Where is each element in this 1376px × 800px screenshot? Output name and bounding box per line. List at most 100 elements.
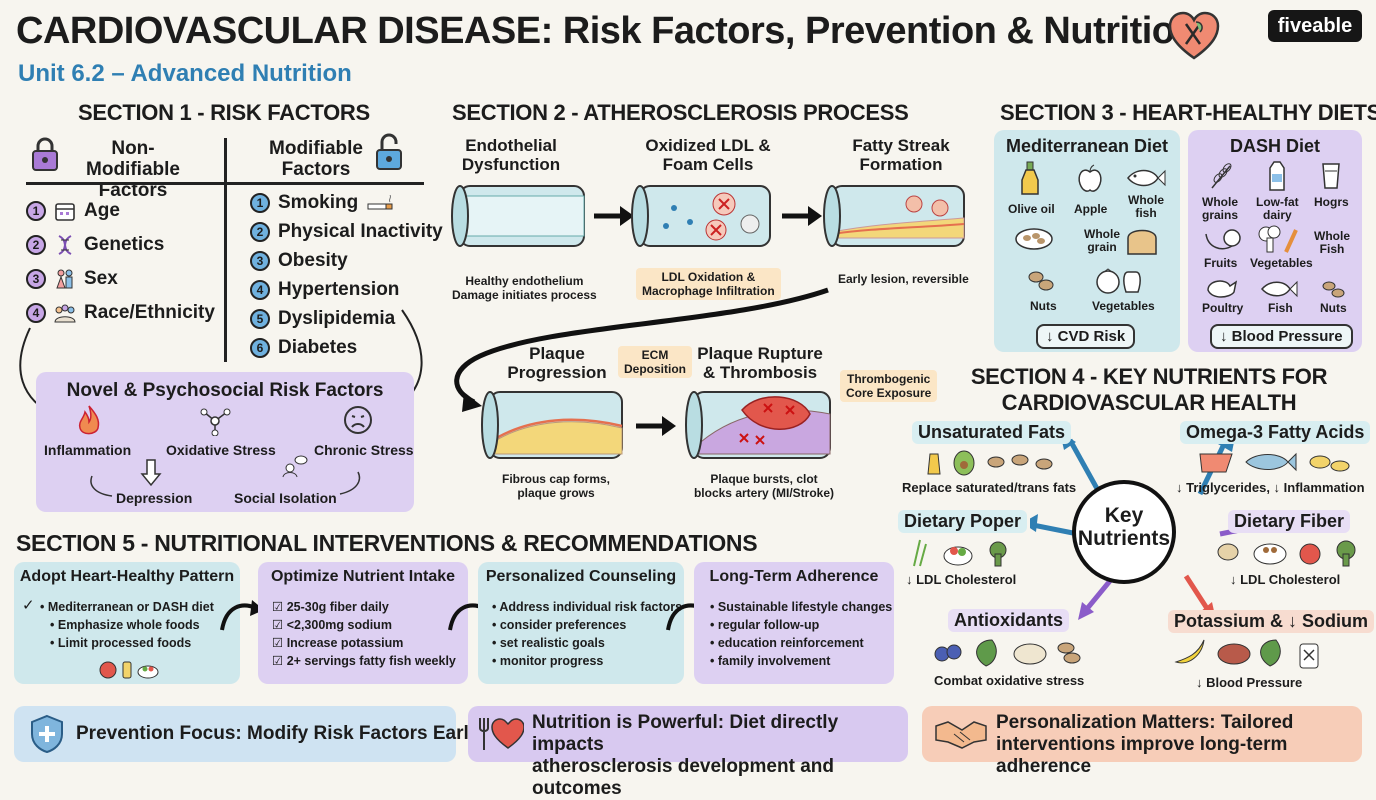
- nuts-icon-dash: [1322, 281, 1345, 298]
- group-icon: [54, 304, 76, 323]
- step-plaque-rupture-note: Plaque bursts, clot blocks artery (MI/St…: [693, 472, 835, 500]
- food-nuts-dash: Nuts: [1320, 301, 1347, 315]
- nutrient-antioxidants-note: Combat oxidative stress: [934, 673, 1085, 688]
- calendar-icon: [55, 203, 75, 221]
- molecule-icon: [200, 408, 231, 436]
- bread-icon: [1127, 229, 1157, 255]
- poultry-icon: [1207, 280, 1238, 298]
- banner-personalization: Personalization Matters: Tailored interv…: [922, 706, 1362, 777]
- list-item: 3 Sex: [26, 262, 215, 296]
- fruits-icon: [1205, 229, 1241, 250]
- handshake-icon: [935, 721, 987, 749]
- vegetables-icon: [1096, 268, 1141, 294]
- section4-title: SECTION 4 - KEY NUTRIENTS FOR CARDIOVASC…: [970, 364, 1328, 415]
- artery-row-2: [481, 391, 831, 459]
- card-counseling: Personalized Counseling • Address indivi…: [478, 562, 684, 684]
- step-endothelial-note: Healthy endothelium Damage initiates pro…: [452, 274, 597, 302]
- section2-title: SECTION 2 - ATHEROSCLEROSIS PROCESS: [452, 100, 909, 125]
- mediterranean-title: Mediterranean Diet: [1005, 136, 1169, 156]
- novel-oxidative-stress: Oxidative Stress: [166, 442, 276, 458]
- food-olive-oil: Olive oil: [1008, 202, 1055, 216]
- nonmodifiable-list: 1 Age 2 Genetics 3 Sex 4 Race/Ethnicity: [26, 194, 215, 330]
- banner-nutrition: Nutrition is Powerful: Diet directly imp…: [468, 706, 908, 799]
- list-item: 4 Race/Ethnicity: [26, 296, 215, 330]
- food-lowfat-dairy: Low-fat dairy: [1256, 195, 1299, 222]
- fish-icon-dash: [1260, 280, 1298, 298]
- check-icon: ✓: [22, 597, 35, 614]
- potassium-icons: [1174, 639, 1319, 669]
- apple-icon: [1078, 164, 1102, 192]
- food-hogrs: Hogrs: [1314, 195, 1349, 209]
- dietary-fiber-icons: [1217, 540, 1356, 567]
- dash-result: ↓ Blood Pressure: [1210, 324, 1353, 349]
- modifiable-heading: Modifiable Factors: [269, 138, 363, 180]
- novel-social-isolation: Social Isolation: [234, 490, 337, 506]
- step-fatty-streak-note: Early lesion, reversible: [838, 272, 969, 286]
- food-whole-grain: Whole grain: [1084, 227, 1120, 254]
- unit-subtitle: Unit 6.2 – Advanced Nutrition: [18, 60, 352, 87]
- step-ldl-note: LDL Oxidation & Macrophage Infiltration: [636, 268, 781, 300]
- food-vegetables-dash: Vegetables: [1250, 256, 1313, 270]
- step-ldl-title: Oxidized LDL & Foam Cells: [645, 136, 771, 174]
- olive-oil-icon: [1021, 161, 1039, 195]
- card-nutrient-intake: Optimize Nutrient Intake ☑ 25-30g fiber …: [258, 562, 468, 684]
- title-main: CARDIOVASCULAR DISEASE:: [16, 10, 553, 52]
- dna-icon: [58, 235, 72, 255]
- nutrient-unsaturated-fats: Unsaturated Fats: [912, 421, 1072, 444]
- broccoli-icon: [1258, 225, 1298, 253]
- dash-title: DASH Diet: [1229, 136, 1320, 156]
- step-plaque-progression-note: Fibrous cap forms, plaque grows: [501, 472, 611, 500]
- step-fatty-streak-title: Fatty Streak Formation: [852, 136, 950, 174]
- nutrient-omega3: Omega-3 Fatty Acids: [1180, 421, 1371, 444]
- card-adherence: Long-Term Adherence • Sustainable lifest…: [694, 562, 894, 684]
- novel-chronic-stress: Chronic Stress: [314, 442, 414, 458]
- food-fruits: Fruits: [1204, 256, 1238, 270]
- nutrient-poper-note: ↓ LDL Cholesterol: [906, 572, 1017, 587]
- antioxidant-icons: [934, 639, 1081, 667]
- food-whole-fish: Whole fish: [1128, 193, 1164, 220]
- food-whole-fish-dash: Whole Fish: [1314, 229, 1350, 256]
- sad-face-icon: [344, 406, 372, 434]
- thrombogenic-tag: Thrombogenic Core Exposure: [840, 370, 938, 402]
- key-nutrients-label: Key Nutrients: [1077, 504, 1171, 550]
- step-plaque-progression-title: Plaque Progression: [507, 344, 607, 382]
- padlock-closed-icon: [32, 137, 58, 171]
- food-apple: Apple: [1074, 202, 1108, 216]
- novel-inflammation: Inflammation: [44, 442, 132, 458]
- cigarette-icon: [367, 194, 393, 209]
- nonmodifiable-heading: Non-Modifiable Factors: [86, 138, 180, 201]
- mediterranean-result: ↓ CVD Risk: [1036, 324, 1136, 349]
- novel-risk-title: Novel & Psychosocial Risk Factors: [66, 380, 384, 401]
- fish-icon: [1127, 169, 1166, 187]
- novel-depression: Depression: [116, 490, 193, 506]
- artery-row-1: [451, 185, 965, 247]
- milk-carton-icon: [1269, 161, 1285, 191]
- nutrient-dietary-poper: Dietary Poper: [898, 510, 1028, 533]
- process-curve-arrow: [454, 287, 829, 412]
- page-title: CARDIOVASCULAR DISEASE: Risk Factors, Pr…: [16, 10, 1198, 53]
- fiveable-logo: fiveable: [1268, 10, 1362, 42]
- wheat-icon: [1211, 163, 1232, 189]
- section3-title: SECTION 3 - HEART-HEALTHY DIETS: [1000, 100, 1376, 125]
- novel-cycle-arrows: [90, 471, 361, 497]
- down-arrow-icon: [140, 459, 162, 487]
- food-vegetables: Vegetables: [1092, 299, 1155, 313]
- dietary-poper-icons: [913, 539, 1007, 567]
- unsaturated-fats-icons: [927, 450, 1053, 476]
- food-whole-grains: Whole grains: [1202, 195, 1239, 222]
- almond-icon: [1028, 271, 1054, 291]
- shield-icon: [31, 714, 63, 754]
- food-fish: Fish: [1268, 301, 1293, 315]
- padlock-open-icon: [376, 133, 402, 170]
- nutrient-potassium-sodium: Potassium & ↓ Sodium: [1168, 610, 1375, 633]
- glass-icon: [1322, 163, 1340, 189]
- nutrient-omega3-note: ↓ Triglycerides, ↓ Inflammation: [1176, 480, 1365, 495]
- card-heart-healthy: Adopt Heart-Healthy Pattern ✓ • Mediterr…: [14, 562, 240, 684]
- food-nuts: Nuts: [1030, 299, 1057, 313]
- heart-utensils-icon: [479, 718, 524, 750]
